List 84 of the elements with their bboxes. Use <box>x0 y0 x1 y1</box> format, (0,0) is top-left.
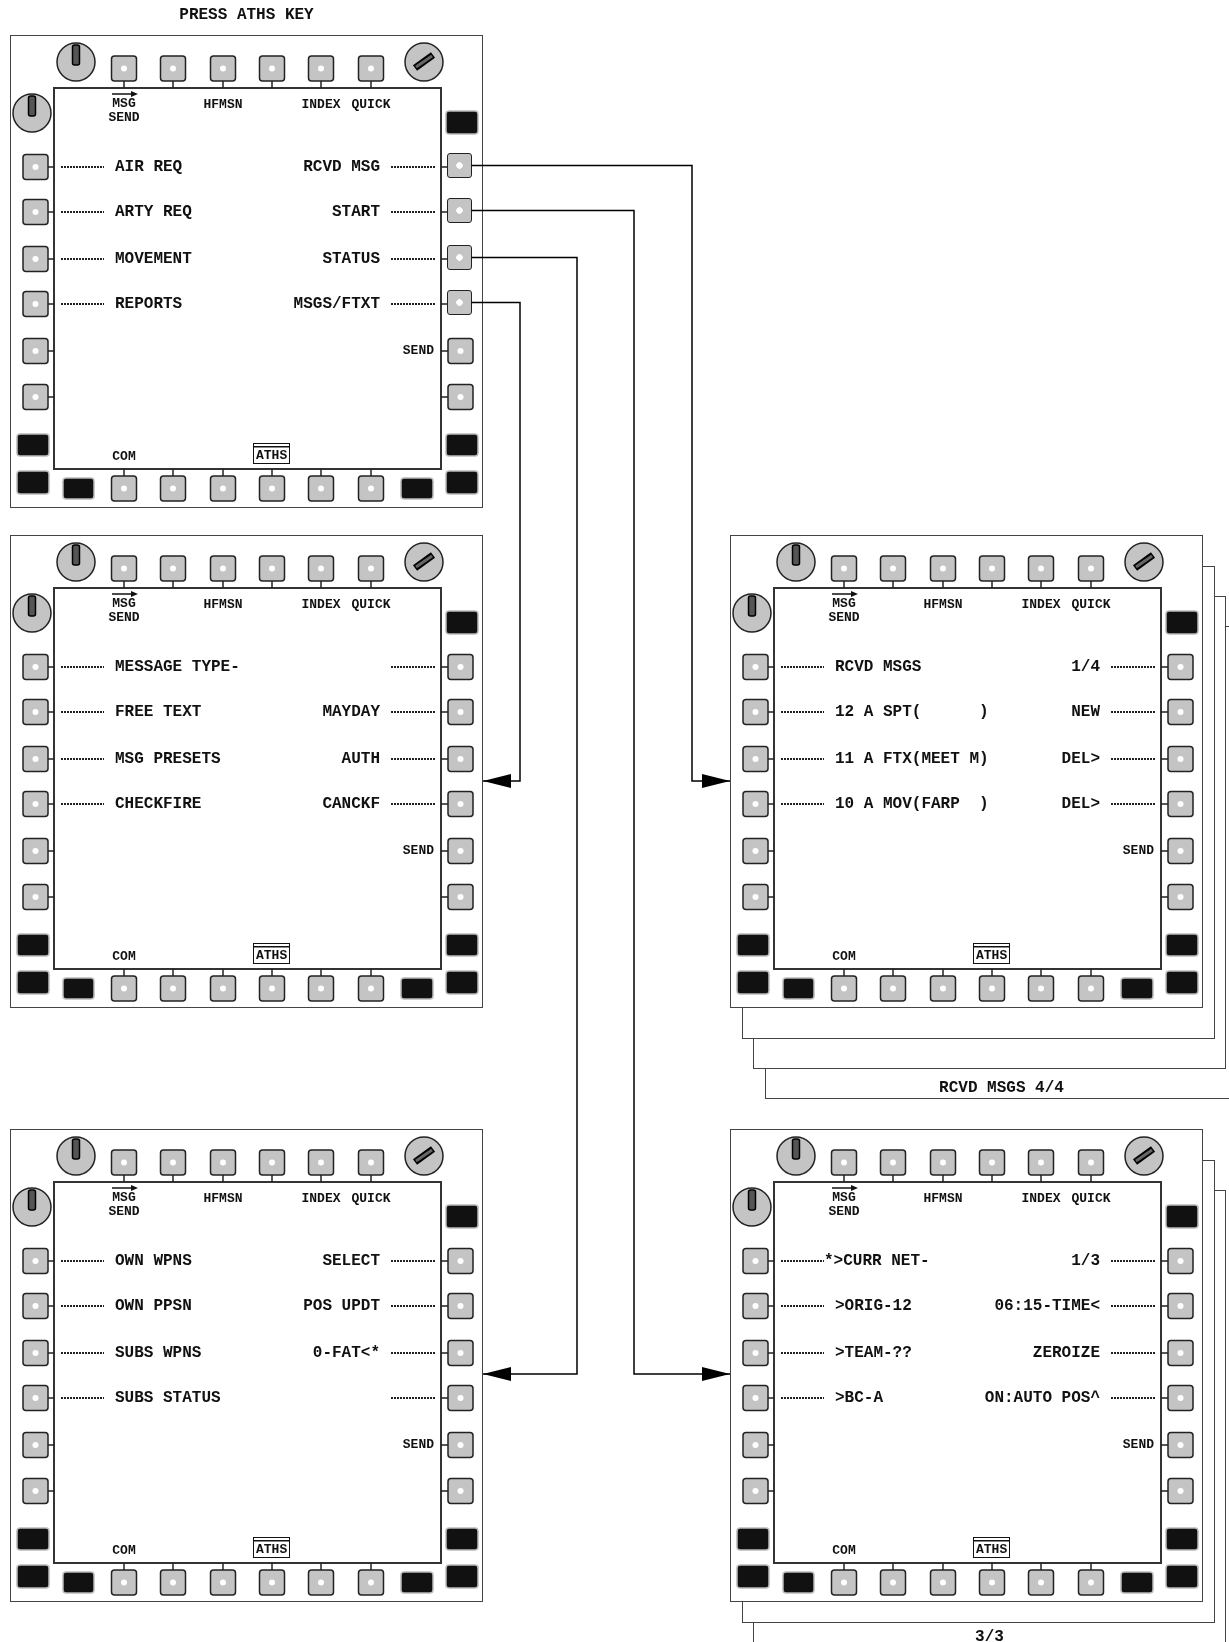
menu-option-label: MSG PRESETS <box>115 749 221 769</box>
softkey-label: HFMSN <box>202 98 244 112</box>
softkey-label: MSG SEND <box>827 597 861 625</box>
softkey-label: HFMSN <box>922 1192 964 1206</box>
menu-option-label: SUBS STATUS <box>115 1388 221 1408</box>
softkey-label: MSG SEND <box>827 1191 861 1219</box>
connector-arrow <box>470 301 521 788</box>
softkey-label: INDEX <box>1020 1192 1062 1206</box>
softkey-label: COM <box>831 950 857 964</box>
boxed-softkey-label: ATHS <box>973 1537 1011 1558</box>
menu-option-label: AUTH <box>341 749 380 769</box>
menu-option-label: STATUS <box>322 249 380 269</box>
softkey-label: MSG SEND <box>107 97 141 125</box>
menu-option-label: CHECKFIRE <box>115 794 202 814</box>
page-caption: 3/3 <box>974 1628 1005 1642</box>
menu-option-label: 0-FAT<* <box>312 1343 380 1363</box>
menu-option-label: 11 A FTX(MEET M) <box>835 749 989 769</box>
menu-option-label: OWN WPNS <box>115 1251 192 1271</box>
boxed-softkey-label: ATHS <box>253 443 291 464</box>
menu-option-label: >BC-A <box>835 1388 883 1408</box>
softkey-label: QUICK <box>1070 598 1112 612</box>
softkey-label: MSG SEND <box>107 1191 141 1219</box>
menu-option-label: MOVEMENT <box>115 249 192 269</box>
menu-option-label: REPORTS <box>115 294 183 314</box>
menu-option-label: 1/3 <box>1071 1251 1100 1271</box>
menu-option-label: ZEROIZE <box>1032 1343 1100 1363</box>
boxed-softkey-label: ATHS <box>973 943 1011 964</box>
menu-option-label: DEL> <box>1061 794 1100 814</box>
heading: PRESS ATHS KEY <box>178 6 315 24</box>
connector-arrow <box>470 164 731 788</box>
boxed-softkey-label: ATHS <box>253 943 291 964</box>
bezel-button <box>446 198 472 223</box>
softkey-label: SEND <box>1122 1438 1154 1452</box>
softkey-label: HFMSN <box>202 1192 244 1206</box>
menu-option-label: 12 A SPT( ) <box>835 702 989 722</box>
softkey-label: HFMSN <box>922 598 964 612</box>
softkey-label: QUICK <box>1070 1192 1112 1206</box>
softkey-label: INDEX <box>300 1192 342 1206</box>
softkey-label: QUICK <box>350 98 392 112</box>
menu-option-label: RCVD MSGS <box>835 657 922 677</box>
connector-arrow <box>470 256 578 1381</box>
softkey-label: QUICK <box>350 598 392 612</box>
bezel-button <box>446 153 472 178</box>
menu-option-label: START <box>332 202 380 222</box>
bezel-button <box>446 245 472 270</box>
connector-arrow <box>470 209 731 1381</box>
menu-option-label: FREE TEXT <box>115 702 202 722</box>
softkey-label: INDEX <box>300 598 342 612</box>
menu-option-label: *>CURR NET- <box>824 1251 930 1271</box>
softkey-label: COM <box>831 1544 857 1558</box>
menu-option-label: OWN PPSN <box>115 1296 192 1316</box>
bezel-button <box>446 290 472 315</box>
softkey-label: QUICK <box>350 1192 392 1206</box>
menu-option-label: 06:15-TIME< <box>994 1296 1100 1316</box>
menu-option-label: ON:AUTO POS^ <box>984 1388 1100 1408</box>
menu-option-label: SUBS WPNS <box>115 1343 202 1363</box>
softkey-label: COM <box>111 1544 137 1558</box>
menu-option-label: POS UPDT <box>303 1296 380 1316</box>
boxed-softkey-label: ATHS <box>253 1537 291 1558</box>
menu-option-label: 1/4 <box>1071 657 1100 677</box>
menu-option-label: 10 A MOV(FARP ) <box>835 794 989 814</box>
softkey-label: COM <box>111 450 137 464</box>
menu-option-label: RCVD MSG <box>303 157 380 177</box>
menu-option-label: ARTY REQ <box>115 202 192 222</box>
softkey-label: INDEX <box>1020 598 1062 612</box>
softkey-label: SEND <box>402 344 434 358</box>
softkey-label: MSG SEND <box>107 597 141 625</box>
menu-option-label: NEW <box>1071 702 1100 722</box>
menu-option-label: MESSAGE TYPE- <box>115 657 240 677</box>
softkey-label: INDEX <box>300 98 342 112</box>
softkey-label: SEND <box>402 844 434 858</box>
menu-option-label: DEL> <box>1061 749 1100 769</box>
softkey-label: HFMSN <box>202 598 244 612</box>
softkey-label: SEND <box>402 1438 434 1452</box>
menu-option-label: MSGS/FTXT <box>293 294 380 314</box>
menu-option-label: >TEAM-?? <box>835 1343 912 1363</box>
softkey-label: SEND <box>1122 844 1154 858</box>
menu-option-label: >ORIG-12 <box>835 1296 912 1316</box>
page-caption: RCVD MSGS 4/4 <box>938 1079 1065 1097</box>
menu-option-label: MAYDAY <box>322 702 380 722</box>
softkey-label: COM <box>111 950 137 964</box>
menu-option-label: SELECT <box>322 1251 380 1271</box>
menu-option-label: AIR REQ <box>115 157 183 177</box>
menu-option-label: CANCKF <box>322 794 380 814</box>
